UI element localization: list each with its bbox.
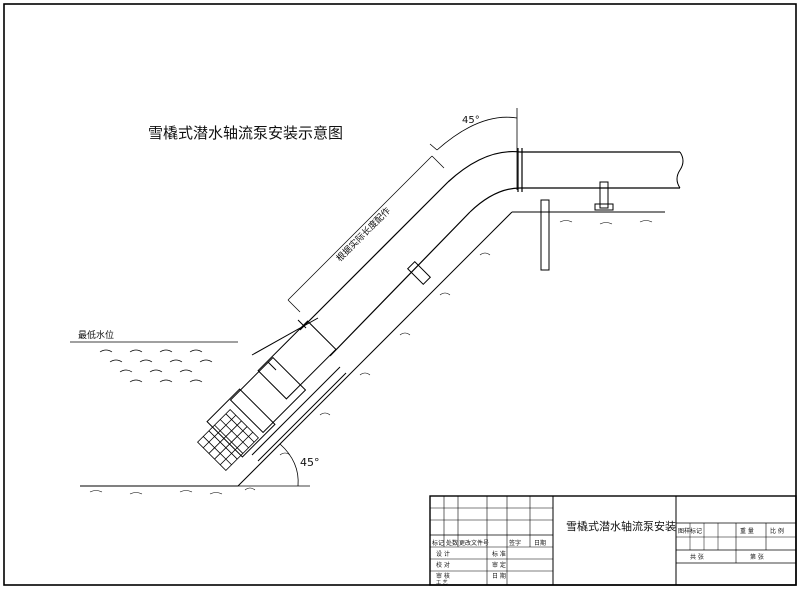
rev-header-mark: 标记 (432, 539, 444, 547)
skid-rails (251, 366, 347, 462)
rev-header-sign: 签字 (509, 539, 521, 547)
anchor-post (540, 199, 550, 271)
sheet-total-label: 共 张 (690, 553, 704, 561)
top-angle-dimension (429, 108, 518, 190)
rev-header-date: 日期 (534, 539, 546, 547)
min-water-level-label: 最低水位 (78, 329, 114, 341)
pipe-length-note: 根据实际长度配作 (334, 205, 393, 264)
drawing-title: 雪橇式潜水轴流泵安装示意图 (148, 124, 343, 142)
strainer-screen (197, 409, 259, 471)
water-body (70, 341, 238, 383)
sign-row-design: 设 计 (436, 550, 450, 558)
bottom-angle-label: 45° (300, 456, 320, 469)
sign-row-check: 校 对 (436, 561, 450, 569)
sign-row-standard: 标 准 (492, 550, 506, 558)
sheet-number-label: 第 张 (750, 553, 764, 561)
sign-row-process: 工 艺 (436, 580, 448, 586)
ground-profile (80, 211, 665, 495)
discharge-pipe (299, 148, 684, 357)
pipe-clamp (406, 260, 432, 286)
rev-header-doc: 更改文件号 (459, 539, 489, 547)
sheet-border (3, 3, 797, 586)
rev-header-count: 处数 (446, 539, 458, 547)
sign-row-date: 日 期 (492, 572, 506, 580)
pipe-support (594, 181, 614, 211)
sign-row-approve: 审 定 (492, 561, 506, 569)
attr-header-weight: 重 量 (740, 527, 754, 535)
attr-header-mark: 图样标记 (678, 527, 702, 535)
sign-row-review: 审 核 (436, 572, 450, 580)
pump-assembly (206, 317, 337, 458)
length-dimension (287, 155, 445, 313)
title-block-product-name: 雪橇式潜水轴流泵安装 (566, 519, 676, 533)
top-angle-label: 45° (462, 115, 480, 126)
bottom-angle-dimension (238, 443, 310, 487)
title-block (429, 495, 797, 586)
attr-header-scale: 比 例 (770, 527, 784, 535)
